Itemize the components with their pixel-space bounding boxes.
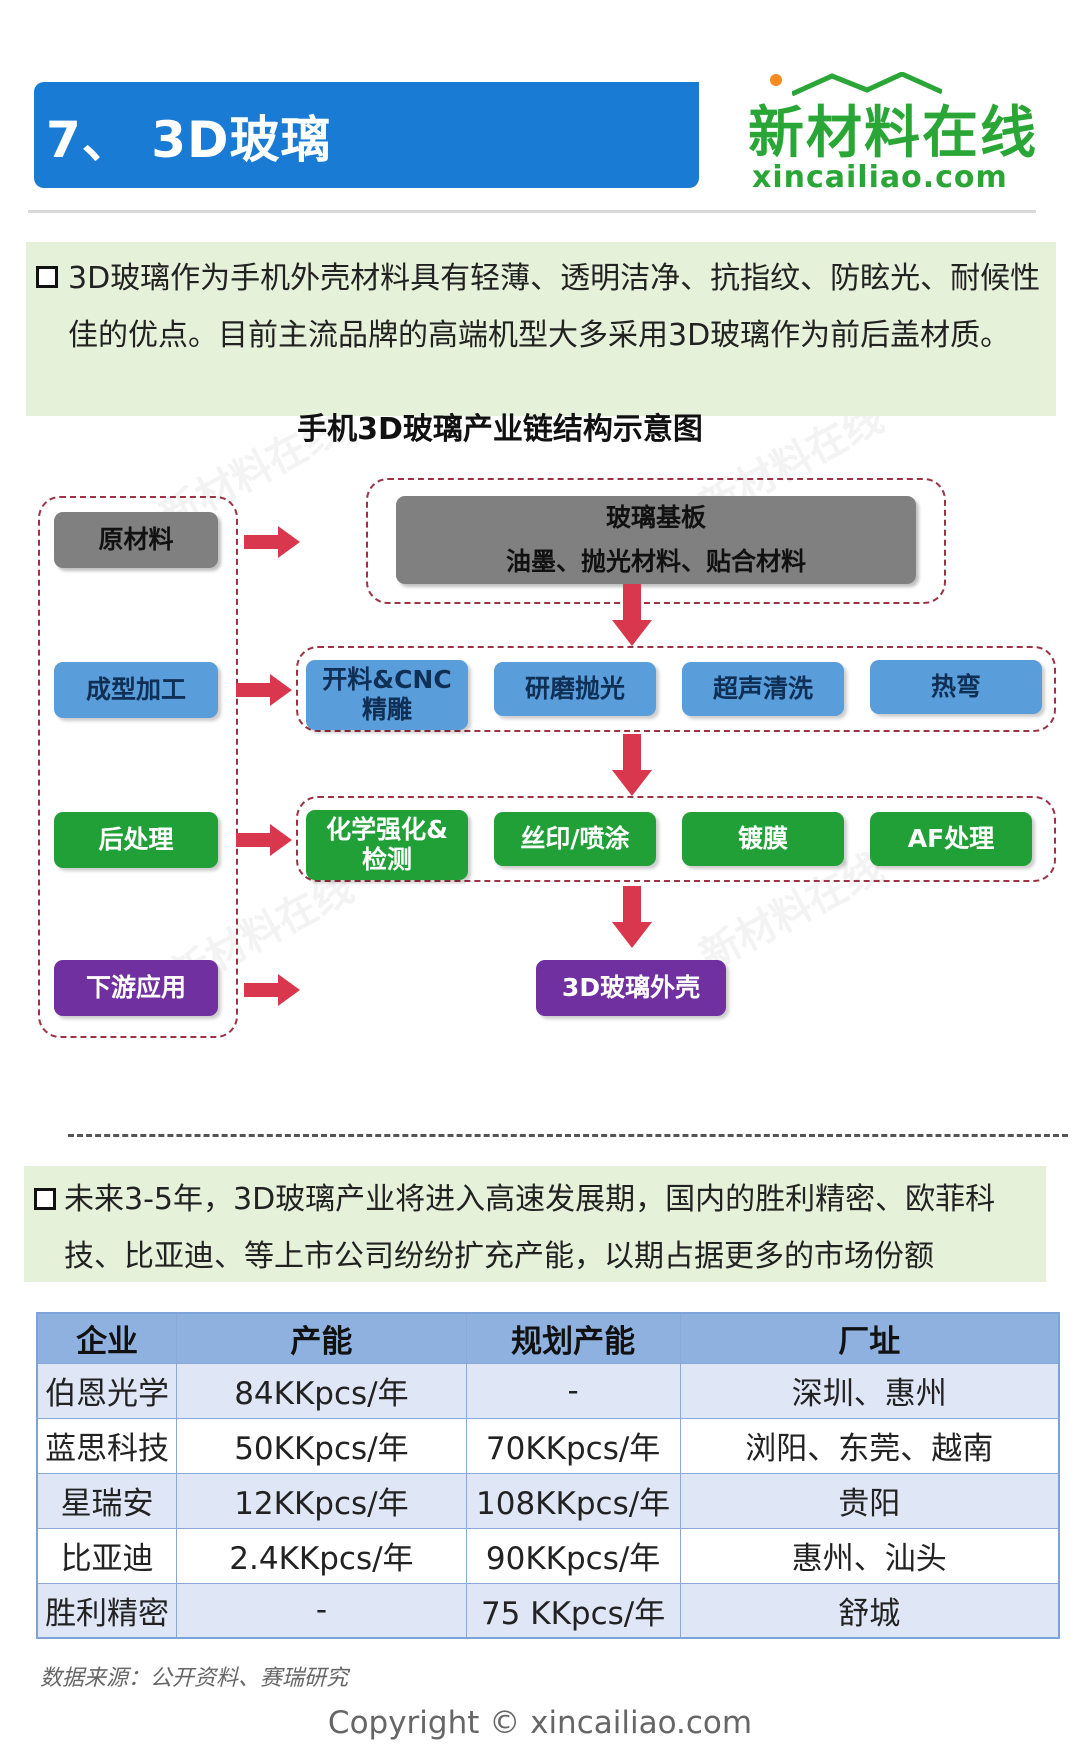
outlook-text: 未来3-5年，3D玻璃产业将进入高速发展期，国内的胜利精密、欧菲科技、比亚迪、等… xyxy=(64,1182,996,1274)
forming-step: 开料&CNC 精雕 xyxy=(306,660,468,730)
forming-step: 热弯 xyxy=(870,660,1042,714)
checkbox-bullet-icon xyxy=(36,266,58,288)
intro-text: 3D玻璃作为手机外壳材料具有轻薄、透明洁净、抗指纹、防眩光、耐候性佳的优点。目前… xyxy=(68,261,1041,353)
table-row: 蓝思科技 50KKpcs/年 70KKpcs/年 浏阳、东莞、越南 xyxy=(36,1417,1060,1474)
post-step: AF处理 xyxy=(870,812,1032,866)
brand-logo-en: xincailiao.com xyxy=(752,160,1008,195)
section-divider xyxy=(68,1134,1068,1137)
post-step-label: 检测 xyxy=(361,845,412,874)
cell-capacity: 84KKpcs/年 xyxy=(176,1362,467,1419)
col-header-capacity: 产能 xyxy=(176,1312,467,1364)
table-row: 星瑞安 12KKpcs/年 108KKpcs/年 贵阳 xyxy=(36,1472,1060,1529)
brand-dot-icon xyxy=(770,74,782,86)
outlook-panel xyxy=(24,1166,1046,1282)
raw-line2: 油墨、抛光材料、贴合材料 xyxy=(505,547,806,576)
forming-step-label: 开料&CNC xyxy=(322,665,452,694)
table-row: 胜利精密 - 75 KKpcs/年 舒城 xyxy=(36,1582,1060,1639)
page-title: 7、 3D玻璃 xyxy=(46,111,332,169)
intro-panel xyxy=(26,242,1056,416)
cell-planned: - xyxy=(465,1362,681,1419)
cell-capacity: 2.4KKpcs/年 xyxy=(176,1527,467,1584)
cell-planned: 75 KKpcs/年 xyxy=(465,1582,681,1639)
cell-company: 伯恩光学 xyxy=(36,1362,178,1419)
col-header-location: 厂址 xyxy=(679,1312,1060,1364)
table-header-row: 企业 产能 规划产能 厂址 xyxy=(36,1312,1060,1364)
cell-planned: 108KKpcs/年 xyxy=(465,1472,681,1529)
cell-capacity: - xyxy=(176,1582,467,1639)
cell-company: 胜利精密 xyxy=(36,1582,178,1639)
cell-location: 深圳、惠州 xyxy=(679,1362,1060,1419)
post-step: 镀膜 xyxy=(682,812,844,866)
capacity-table: 企业 产能 规划产能 厂址 伯恩光学 84KKpcs/年 - 深圳、惠州 蓝思科… xyxy=(36,1312,1060,1639)
cell-capacity: 50KKpcs/年 xyxy=(176,1417,467,1474)
forming-step: 研磨抛光 xyxy=(494,662,656,716)
cell-location: 贵阳 xyxy=(679,1472,1060,1529)
post-step: 丝印/喷涂 xyxy=(494,812,656,866)
cell-location: 惠州、汕头 xyxy=(679,1527,1060,1584)
arrow-right-icon xyxy=(244,526,300,558)
arrow-right-icon xyxy=(244,974,300,1006)
copyright-footer: Copyright © xincailiao.com xyxy=(327,1705,753,1741)
stage-group xyxy=(38,496,238,1038)
post-step: 化学强化& 检测 xyxy=(306,810,468,880)
stage-downstream: 下游应用 xyxy=(54,960,218,1016)
downstream-product-box: 3D玻璃外壳 xyxy=(536,960,726,1016)
table-row: 伯恩光学 84KKpcs/年 - 深圳、惠州 xyxy=(36,1362,1060,1419)
post-step-label: 化学强化& xyxy=(326,815,448,844)
brand-logo-cn: 新材料在线 xyxy=(748,101,1038,166)
title-bar xyxy=(34,82,699,188)
arrow-down-icon xyxy=(612,584,652,646)
arrow-right-icon xyxy=(236,824,292,856)
cell-planned: 90KKpcs/年 xyxy=(465,1527,681,1584)
forming-step: 超声清洗 xyxy=(682,662,844,716)
diagram-title: 手机3D玻璃产业链结构示意图 xyxy=(297,412,703,447)
header-divider xyxy=(28,210,1036,213)
data-source-note: 数据来源：公开资料、赛瑞研究 xyxy=(40,1666,349,1691)
stage-raw-materials: 原材料 xyxy=(54,512,218,568)
forming-step-label: 精雕 xyxy=(361,695,412,724)
col-header-company: 企业 xyxy=(36,1312,178,1364)
arrow-down-icon xyxy=(612,734,652,796)
cell-company: 比亚迪 xyxy=(36,1527,178,1584)
cell-capacity: 12KKpcs/年 xyxy=(176,1472,467,1529)
post-group xyxy=(296,796,1056,882)
arrow-down-icon xyxy=(612,886,652,948)
stage-post-processing: 后处理 xyxy=(54,812,218,868)
table-row: 比亚迪 2.4KKpcs/年 90KKpcs/年 惠州、汕头 xyxy=(36,1527,1060,1584)
cell-location: 浏阳、东莞、越南 xyxy=(679,1417,1060,1474)
cell-company: 星瑞安 xyxy=(36,1472,178,1529)
col-header-planned: 规划产能 xyxy=(465,1312,681,1364)
stage-forming: 成型加工 xyxy=(54,662,218,718)
cell-company: 蓝思科技 xyxy=(36,1417,178,1474)
brand-roof-icon xyxy=(792,72,942,96)
raw-group xyxy=(366,478,946,604)
raw-materials-box: 玻璃基板 油墨、抛光材料、贴合材料 xyxy=(396,496,916,584)
cell-planned: 70KKpcs/年 xyxy=(465,1417,681,1474)
cell-location: 舒城 xyxy=(679,1582,1060,1639)
checkbox-bullet-icon xyxy=(34,1188,56,1210)
raw-line1: 玻璃基板 xyxy=(605,503,706,532)
forming-group xyxy=(296,646,1056,732)
arrow-right-icon xyxy=(236,674,292,706)
